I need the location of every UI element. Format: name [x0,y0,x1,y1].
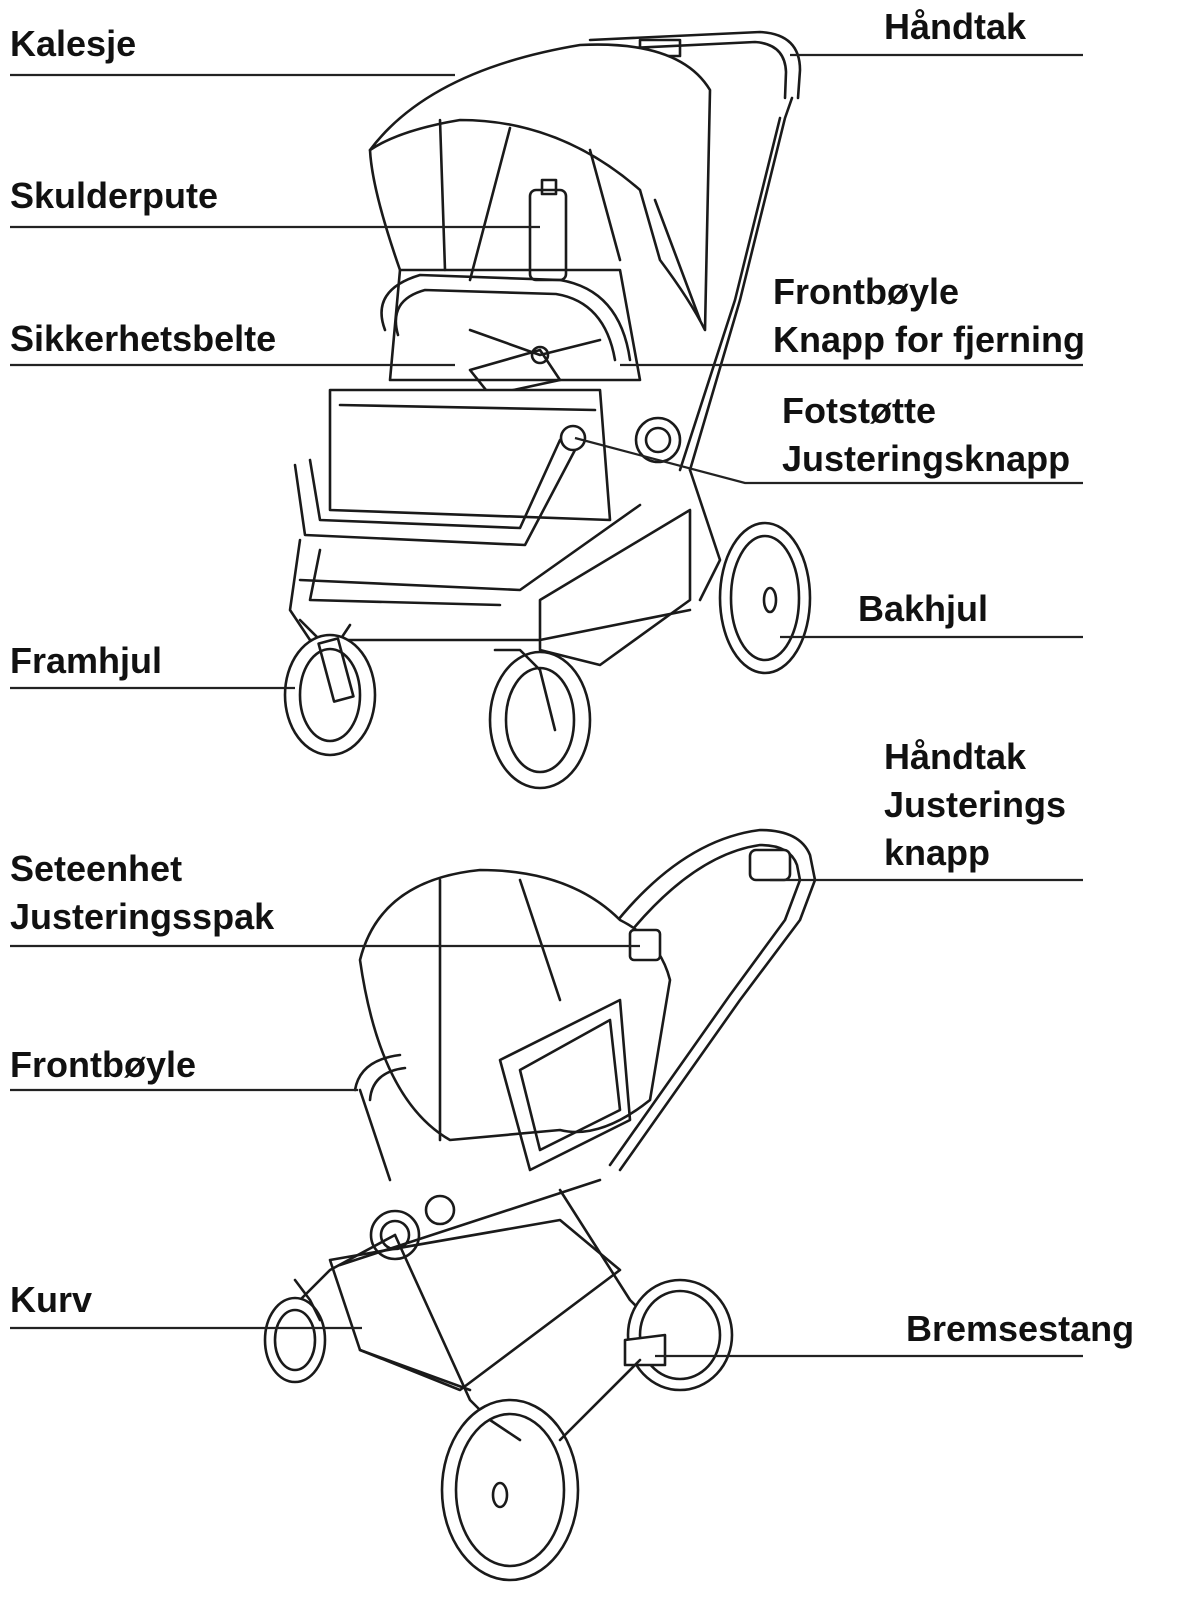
label-kurv-text: Kurv [10,1279,93,1320]
label-fotstotte-line1: Fotstøtte [782,390,936,431]
label-frontboyle-line1: Frontbøyle [773,271,959,312]
label-handtak-justering-line1: Håndtak [884,736,1027,777]
label-skulderpute: Skulderpute [10,172,218,220]
label-skulderpute-text: Skulderpute [10,175,219,216]
label-fotstotte: Fotstøtte Justeringsknapp [782,387,1070,483]
leader-fotstotte [574,436,1083,485]
label-frontboyle-knapp: Frontbøyle Knapp for fjerning [773,268,1085,364]
label-frontboyle-line2: Knapp for fjerning [773,319,1085,360]
label-kalesje-text: Kalesje [10,23,137,64]
label-kurv: Kurv [10,1276,92,1324]
label-handtak-justering: Håndtak Justerings knapp [884,733,1066,877]
label-sikkerhetsbelte: Sikkerhetsbelte [10,315,276,363]
label-seteenhet-line2: Justeringsspak [10,896,275,937]
bottom-stroller-drawing [263,828,817,1582]
leader-lines [10,53,1083,1358]
top-stroller-drawing [283,30,812,790]
label-handtak-text: Håndtak [884,6,1027,47]
label-seteenhet: Seteenhet Justeringsspak [10,845,274,941]
label-framhjul-text: Framhjul [10,640,163,681]
label-sikkerhetsbelte-text: Sikkerhetsbelte [10,318,277,359]
label-handtak-justering-line2: Justerings [884,784,1067,825]
label-kalesje: Kalesje [10,20,136,68]
label-seteenhet-line1: Seteenhet [10,848,183,889]
label-frontboyle: Frontbøyle [10,1041,196,1089]
label-fotstotte-line2: Justeringsknapp [782,438,1071,479]
label-bakhjul: Bakhjul [858,585,988,633]
label-bakhjul-text: Bakhjul [858,588,989,629]
label-handtak: Håndtak [884,3,1026,51]
label-framhjul: Framhjul [10,637,162,685]
label-bremsestang-text: Bremsestang [906,1308,1135,1349]
label-frontboyle-text: Frontbøyle [10,1044,196,1085]
label-bremsestang: Bremsestang [906,1305,1134,1353]
label-handtak-justering-line3: knapp [884,832,991,873]
